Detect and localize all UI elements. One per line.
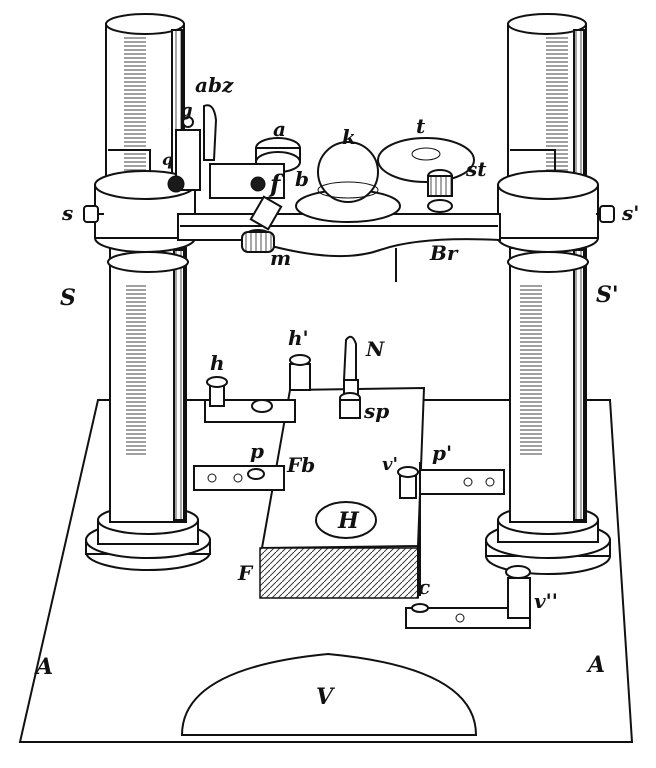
label-st: st	[465, 157, 487, 181]
label-s-upper-prime: S'	[596, 282, 619, 308]
label-h: h	[210, 351, 225, 375]
label-k: k	[342, 125, 356, 149]
label-v: V	[316, 684, 335, 710]
sphere-k	[295, 141, 401, 223]
label-f: f	[268, 169, 284, 198]
label-q: q	[162, 150, 173, 169]
label-s-upper: S	[60, 285, 76, 311]
label-h-upper: H	[337, 508, 360, 534]
label-br: Br	[429, 241, 459, 265]
platform-block	[259, 386, 426, 599]
clamp-p	[193, 465, 285, 491]
label-f-upper: F	[237, 561, 254, 585]
label-v-prime-prime: v''	[534, 589, 558, 613]
clamp-v-prime-prime	[505, 565, 531, 619]
label-s: s	[61, 201, 73, 225]
left-column	[85, 13, 211, 571]
screw-s-prime	[596, 205, 615, 223]
label-fb: Fb	[286, 453, 315, 477]
clamp-v-prime	[397, 466, 419, 499]
label-c: c	[418, 575, 430, 599]
right-column-scale-lower	[520, 285, 542, 455]
label-g: g	[180, 100, 193, 121]
clamp-h-prime	[289, 354, 311, 391]
block-f	[209, 163, 285, 199]
label-h-prime: h'	[288, 326, 309, 350]
label-a: a	[273, 117, 286, 141]
label-p-prime: p'	[432, 441, 452, 465]
screw-st	[427, 169, 453, 213]
left-column-scale-lower	[126, 285, 146, 455]
label-b: b	[295, 167, 309, 191]
label-abz: abz	[195, 73, 234, 97]
label-m: m	[270, 246, 291, 270]
label-s-prime: s'	[621, 201, 639, 225]
label-t: t	[416, 114, 426, 138]
left-column-scale-upper	[124, 36, 146, 176]
clamp-c	[405, 603, 531, 629]
lever-abz	[167, 104, 218, 193]
labels: abz g q a k t st f b s s' m Br S S' h h'…	[34, 73, 639, 710]
right-column	[485, 13, 611, 575]
handle-n	[339, 335, 361, 419]
knob-m	[241, 195, 283, 253]
label-a-left: A	[34, 654, 53, 680]
label-n: N	[365, 337, 385, 361]
base-plate	[18, 399, 634, 743]
label-v-prime: v'	[382, 454, 398, 475]
clamp-h	[204, 376, 296, 423]
label-a-right: A	[586, 652, 605, 678]
right-collar	[497, 170, 599, 253]
screw-s	[83, 205, 104, 223]
semicircle-v	[180, 652, 478, 736]
label-p: p	[250, 439, 264, 463]
right-column-scale-upper	[546, 36, 568, 176]
disc-t	[377, 137, 475, 183]
label-sp: sp	[363, 399, 389, 423]
clamp-p-prime	[419, 462, 505, 596]
